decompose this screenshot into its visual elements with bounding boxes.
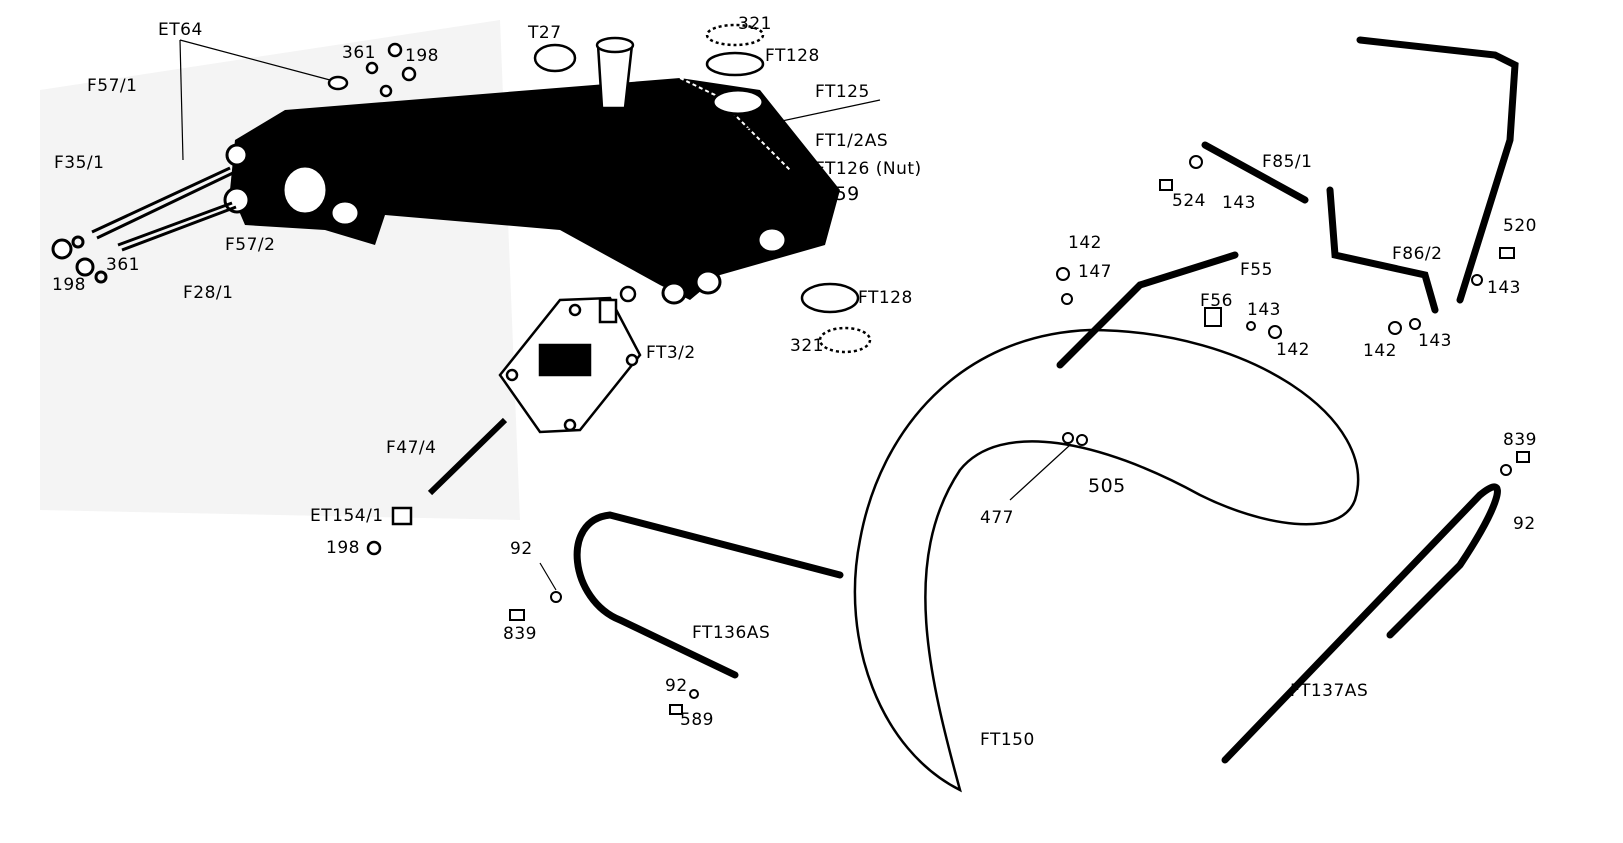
label-ft136as: FT136AS [692,623,771,643]
label-f86-2: F86/2 [1392,244,1443,264]
main-frame [223,77,840,305]
frame-rods [51,166,237,284]
label-ft125: FT125 [815,82,870,102]
label-f47-4: F47/4 [386,438,437,458]
label-ft137as: FT137AS [1290,681,1369,701]
label-198-left: 198 [52,275,86,295]
label-ft12as: FT1/2AS [815,131,889,151]
leader-lines [179,39,1071,591]
label-ft150: FT150 [980,730,1035,750]
label-ft3-2: FT3/2 [646,343,696,363]
engine-plate [366,285,642,556]
label-143-c: 143 [1418,331,1452,351]
label-147: 147 [1078,262,1112,282]
label-ft128-bottom: FT128 [858,288,913,308]
label-839-left: 839 [503,624,537,644]
front-mudguard [853,328,1360,793]
label-f57-2: F57/2 [225,235,276,255]
label-f28-1: F28/1 [183,283,234,303]
label-459: 459 [822,183,860,205]
label-et64: ET64 [158,20,203,40]
label-f85-1: F85/1 [1262,152,1313,172]
label-ft126: FT126 (Nut) [815,159,922,179]
label-f57-1: F57/1 [87,76,138,96]
label-et154-1: ET154/1 [310,506,384,526]
label-143-a: 143 [1222,193,1256,213]
label-198-bottom: 198 [326,538,360,558]
label-f56: F56 [1200,291,1233,311]
label-839-right: 839 [1503,430,1537,450]
label-92-right: 92 [1513,514,1536,534]
label-142-b: 142 [1068,233,1102,253]
label-361-top: 361 [342,43,376,63]
label-477: 477 [980,508,1014,528]
label-92-bottom: 92 [665,676,688,696]
label-198-top: 198 [405,46,439,66]
label-361-left: 361 [106,255,140,275]
label-524: 524 [1172,191,1206,211]
label-f35-1: F35/1 [54,153,105,173]
label-t27: T27 [528,23,562,43]
label-ft128-top: FT128 [765,46,820,66]
label-321-bottom: 321 [790,336,824,356]
label-143-b: 143 [1487,278,1521,298]
stays-and-bars [573,36,1519,764]
label-321-top: 321 [738,14,772,34]
label-f55: F55 [1240,260,1273,280]
label-143-d: 143 [1247,300,1281,320]
head-parts [327,23,872,354]
label-589: 589 [680,710,714,730]
small-hardware [509,155,1530,715]
label-520: 520 [1503,216,1537,236]
label-142-c: 142 [1276,340,1310,360]
label-92-left: 92 [510,539,533,559]
label-505: 505 [1088,475,1126,497]
label-142-a: 142 [1363,341,1397,361]
